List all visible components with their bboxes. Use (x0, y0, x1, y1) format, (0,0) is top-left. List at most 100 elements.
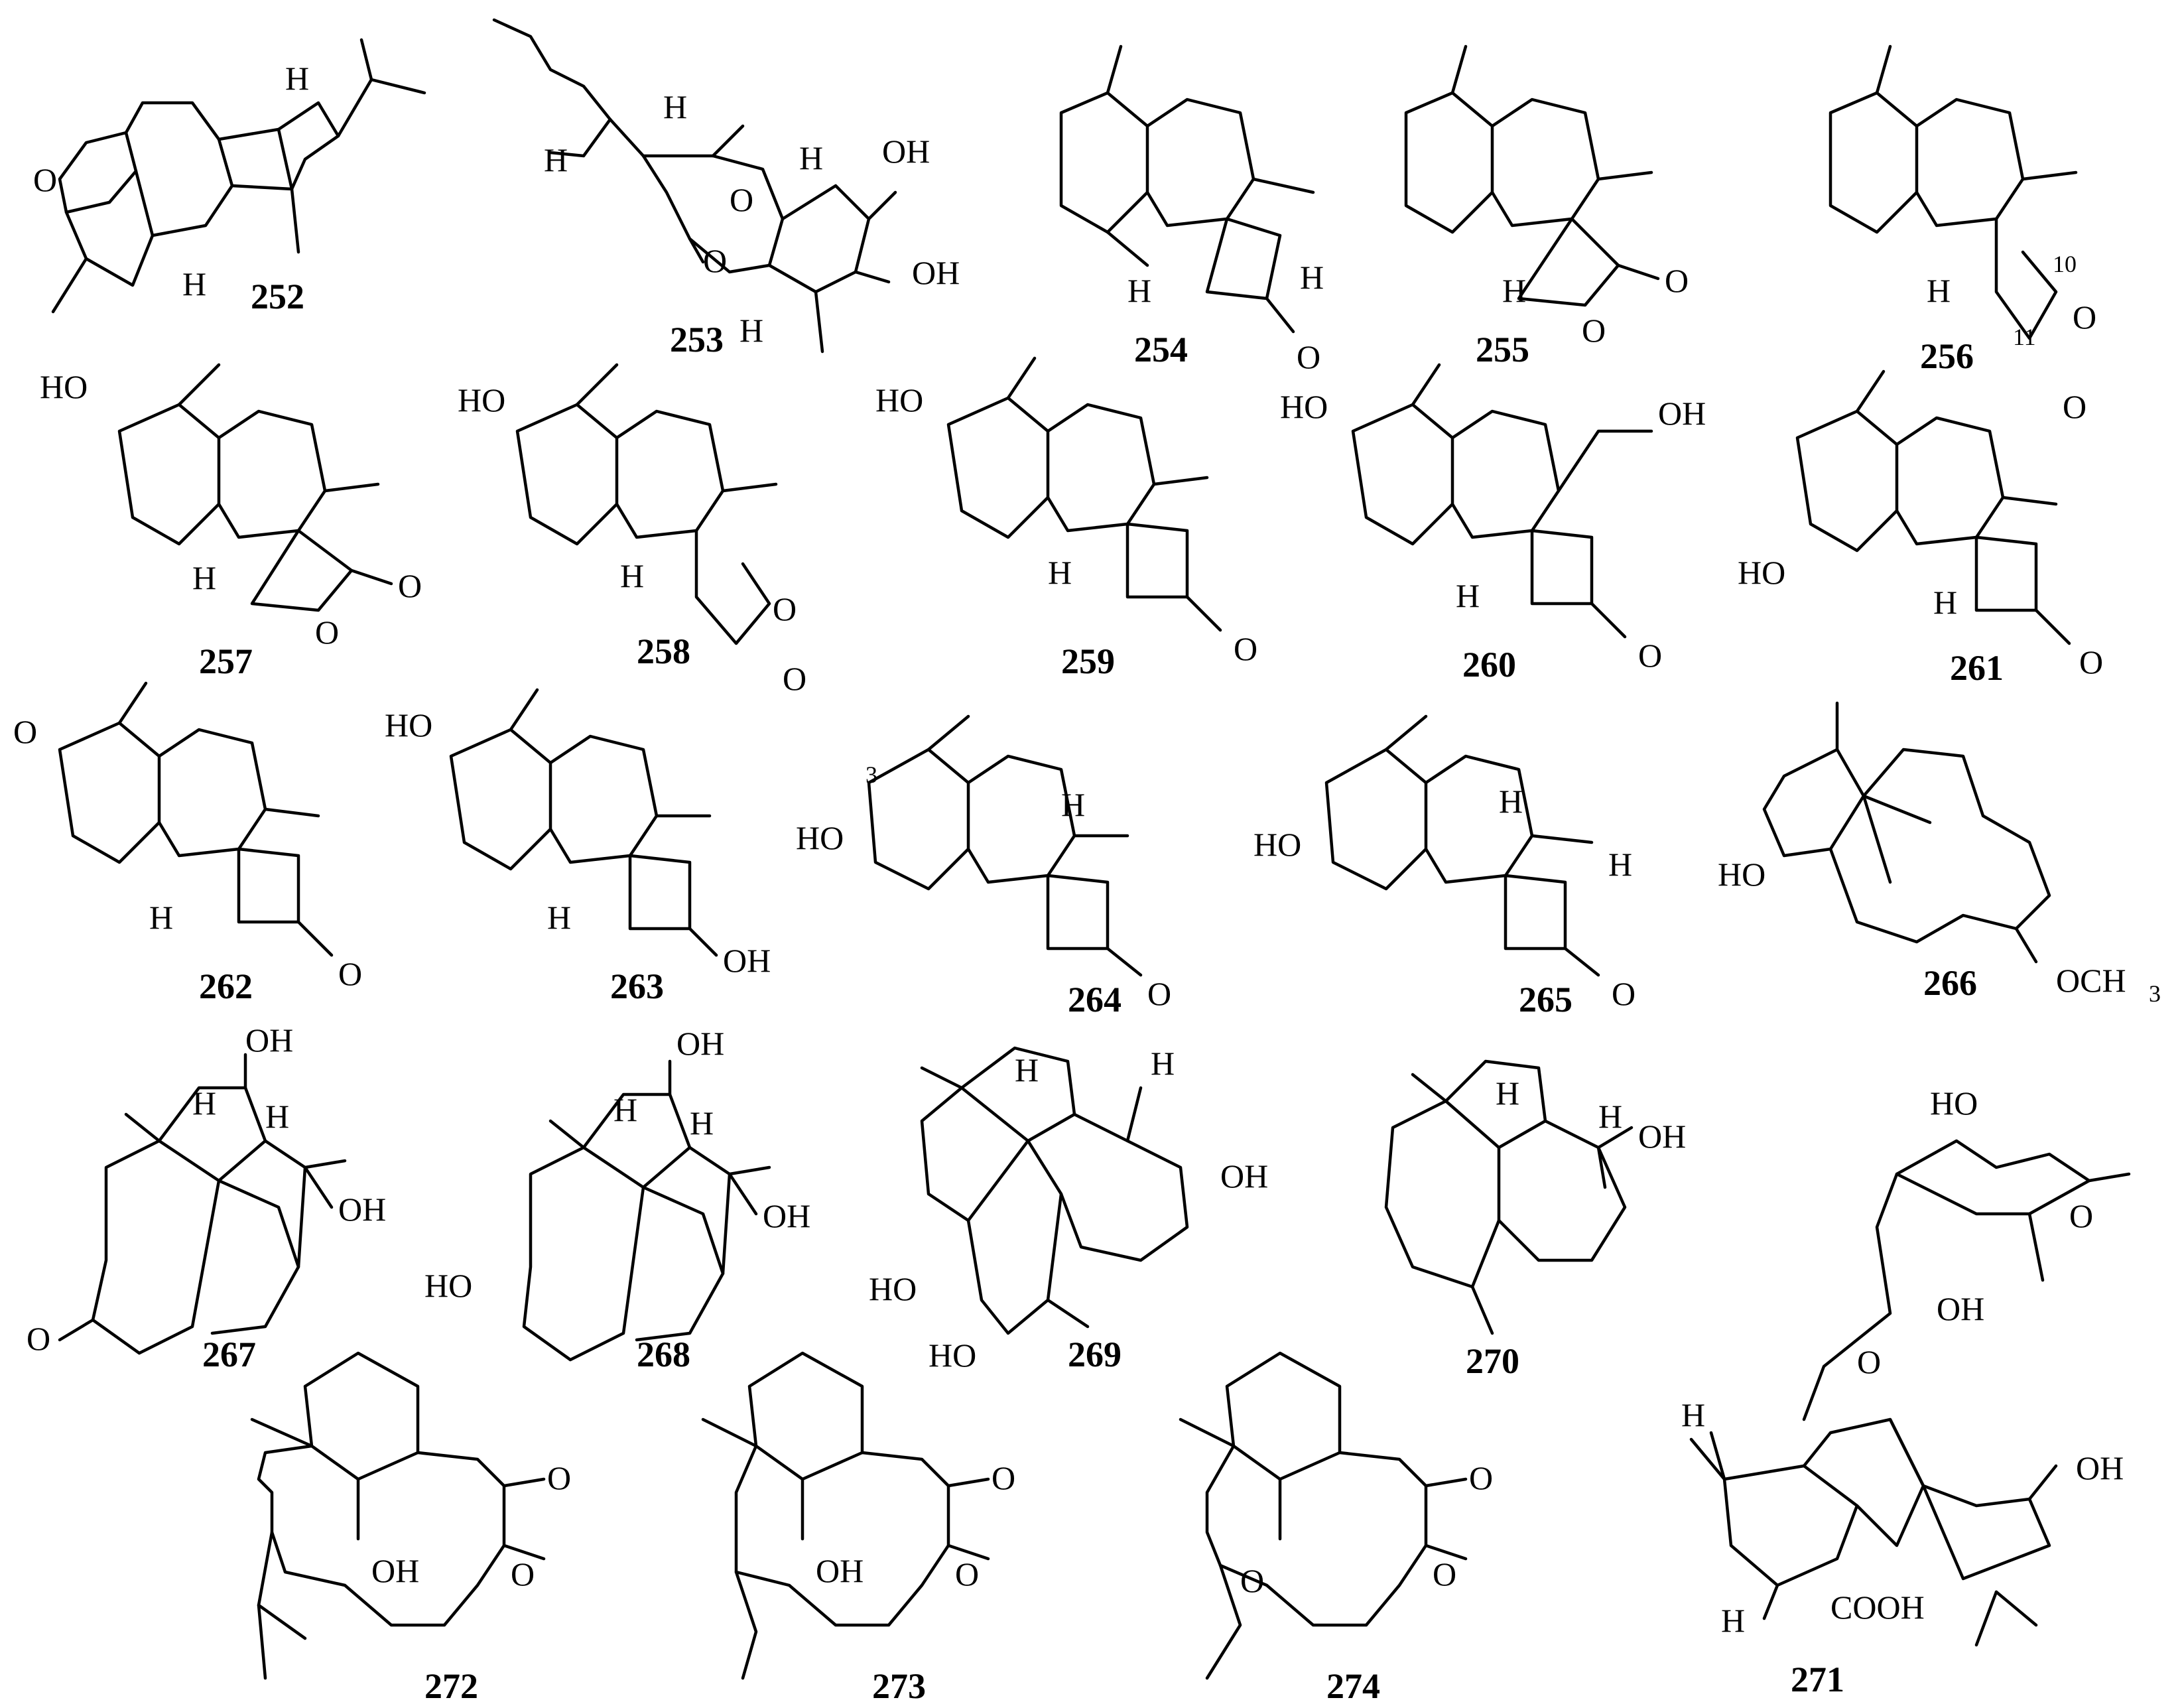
compound-253-label-5: OH (882, 133, 930, 170)
compound-256-label-0: H (1927, 272, 1951, 309)
compound-271-label-7: COOH (1830, 1589, 1925, 1626)
compound-269-label-3: HO (869, 1270, 917, 1307)
compound-267-label-3: OH (338, 1191, 386, 1228)
compound-256-label-4: O (2063, 388, 2086, 425)
compound-256-structure (1829, 44, 2078, 340)
compound-253-label-1: H (663, 88, 687, 125)
compound-274-structure (1179, 1351, 1468, 1680)
compound-256-label-1: 10 (2053, 251, 2077, 277)
compound-274-label-0: O (1469, 1459, 1493, 1496)
compound-266-label-2: 3 (2149, 980, 2161, 1007)
compound-268-label-1: H (613, 1091, 637, 1128)
compound-255-structure (1404, 44, 1660, 307)
compound-263-label-1: H (547, 899, 571, 936)
compound-253-label-0: H (544, 141, 568, 178)
compound-261-structure (1795, 369, 2071, 645)
compound-267-structure (58, 1053, 347, 1355)
compound-269-number: 269 (1068, 1335, 1122, 1374)
compound-267-label-4: O (27, 1320, 50, 1357)
compound-253-structure (492, 18, 897, 354)
compound-268-number: 268 (637, 1335, 690, 1374)
compound-265-number: 265 (1519, 980, 1572, 1019)
compound-254-label-1: H (1300, 259, 1324, 296)
compound-255-label-1: O (1582, 312, 1606, 349)
compound-261-number: 261 (1950, 648, 2004, 688)
compound-264-structure (867, 714, 1143, 977)
compound-258-structure (515, 363, 778, 645)
compound-270-structure (1384, 1059, 1634, 1335)
compound-259-label-0: HO (875, 381, 923, 419)
compound-253-label-7: H (739, 312, 763, 349)
compound-271-label-2: OH (1937, 1290, 1984, 1327)
compound-252-number: 252 (251, 277, 304, 316)
compound-255-label-0: H (1502, 272, 1526, 309)
compound-258-label-0: HO (458, 381, 505, 419)
compound-258-label-2: O (773, 590, 797, 627)
compound-271-label-4: H (1681, 1396, 1705, 1433)
compound-253-label-4: H (799, 139, 823, 176)
compound-263-label-2: OH (723, 942, 771, 979)
compound-257-number: 257 (199, 641, 253, 681)
compound-271-label-6: H (1721, 1602, 1745, 1639)
compound-256-number: 256 (1920, 336, 1974, 376)
compound-254-label-0: H (1127, 272, 1151, 309)
compound-266-label-1: OCH (2056, 962, 2126, 999)
compound-254-number: 254 (1134, 330, 1188, 369)
compound-261-label-1: H (1933, 584, 1957, 621)
compound-264-label-2: H (1061, 786, 1085, 823)
compound-262-label-2: O (338, 955, 362, 992)
compound-258-label-1: H (620, 557, 644, 594)
compound-258-label-3: O (783, 660, 806, 697)
compound-273-structure (701, 1351, 990, 1680)
compound-253-label-2: O (730, 181, 753, 218)
compound-267-label-0: OH (245, 1021, 293, 1059)
compound-270-label-2: OH (1638, 1118, 1686, 1155)
compound-274-label-2: O (1433, 1555, 1456, 1593)
compound-272-label-1: OH (371, 1552, 419, 1589)
compound-259-label-1: H (1048, 554, 1072, 591)
compound-262-structure (58, 681, 334, 957)
compound-256-label-2: O (2073, 298, 2096, 336)
compound-264-label-3: O (1147, 975, 1171, 1012)
compound-266-label-0: HO (1718, 856, 1765, 893)
compound-254-structure (1059, 44, 1315, 334)
compound-263-structure (449, 688, 718, 957)
compound-260-structure (1351, 363, 1653, 639)
compound-271-label-3: O (1857, 1343, 1881, 1380)
compound-260-label-1: OH (1658, 395, 1706, 432)
compound-271-structure (1689, 1139, 2131, 1647)
compound-258-number: 258 (637, 631, 690, 671)
compound-265-label-1: H (1499, 783, 1523, 820)
compound-269-label-2: OH (1220, 1157, 1268, 1195)
compound-264-label-1: HO (796, 819, 844, 856)
compound-273-label-0: O (992, 1459, 1015, 1496)
compound-268-label-4: HO (424, 1267, 472, 1304)
compound-262-number: 262 (199, 966, 253, 1006)
compound-268-label-0: OH (676, 1025, 724, 1062)
compound-273-label-2: O (955, 1555, 979, 1593)
compound-257-structure (117, 363, 393, 612)
compound-261-label-2: O (2079, 643, 2103, 681)
compound-255-number: 255 (1476, 330, 1529, 369)
compound-260-label-0: HO (1280, 388, 1328, 425)
compound-262-label-0: O (13, 713, 37, 750)
compound-260-label-3: O (1638, 637, 1662, 674)
compound-271-label-5: OH (2076, 1449, 2124, 1486)
compound-264-label-0: 3 (866, 761, 877, 788)
compound-264-number: 264 (1068, 980, 1122, 1019)
compound-261-label-0: HO (1738, 554, 1785, 591)
compound-263-label-0: HO (385, 706, 432, 744)
compound-263-number: 263 (610, 966, 664, 1006)
compound-268-label-2: H (690, 1104, 714, 1142)
compound-271-label-0: HO (1930, 1084, 1978, 1122)
compound-256-label-3: 11 (2013, 324, 2036, 350)
compound-268-label-3: OH (763, 1197, 810, 1234)
compound-269-label-1: H (1151, 1045, 1175, 1082)
compound-269-structure (920, 1046, 1189, 1335)
compound-274-label-1: O (1240, 1562, 1264, 1599)
compound-272-label-0: O (547, 1459, 571, 1496)
compound-257-label-2: O (315, 614, 339, 651)
compound-255-label-2: O (1665, 262, 1689, 299)
compound-274-number: 274 (1326, 1666, 1380, 1706)
